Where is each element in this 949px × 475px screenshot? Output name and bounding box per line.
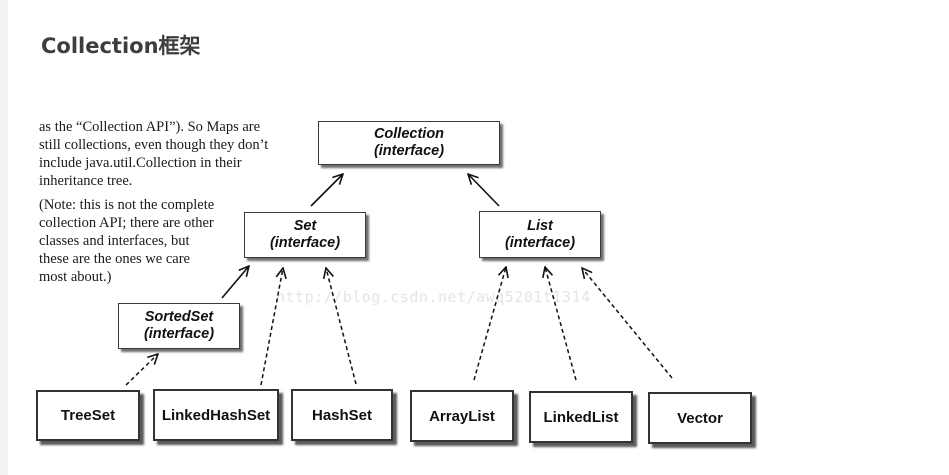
collection-interface-box: Collection (interface)	[318, 121, 500, 165]
list-label: List	[527, 217, 553, 234]
arraylist-label: ArrayList	[429, 407, 495, 425]
list-kind: (interface)	[504, 234, 576, 251]
collection-label: Collection	[373, 126, 445, 142]
left-margin-bar	[0, 0, 8, 475]
note-line: (Note: this is not the complete	[39, 197, 215, 213]
set-label: Set	[293, 218, 317, 234]
note-line: classes and interfaces, but	[39, 233, 190, 249]
arrow-linkedlist-to-list	[545, 267, 577, 381]
sortedset-label: SortedSet	[144, 309, 214, 325]
arrow-vector-to-list	[582, 268, 673, 379]
set-interface-box: Set (interface)	[244, 212, 366, 258]
note-line: inheritance tree.	[39, 173, 133, 189]
hashset-label: HashSet	[311, 406, 373, 424]
collection-kind: (interface)	[373, 143, 445, 159]
note-line: most about.)	[39, 269, 112, 285]
arraylist-class-box: ArrayList	[410, 390, 514, 442]
note-line: these are the ones we care	[39, 251, 190, 267]
vector-class-box: Vector	[648, 392, 752, 444]
page-title: Collection框架	[41, 34, 201, 58]
arrow-linkedhashset-to-set	[260, 268, 283, 386]
note-line: include java.util.Collection in their	[39, 155, 242, 171]
note-line: collection API; there are other	[39, 215, 214, 231]
note-paragraph-1: as the “Collection API”). So Maps are st…	[39, 118, 279, 190]
set-kind: (interface)	[269, 235, 341, 251]
linkedhashset-label: LinkedHashSet	[161, 406, 271, 424]
linkedlist-label: LinkedList	[543, 408, 619, 426]
linkedlist-class-box: LinkedList	[529, 391, 633, 443]
sortedset-interface-box: SortedSet (interface)	[118, 303, 240, 349]
watermark: http://blog.csdn.net/awq5201t1314	[276, 288, 591, 306]
treeset-label: TreeSet	[60, 407, 116, 424]
note-line: as the “Collection API”). So Maps are	[39, 119, 261, 135]
arrow-list-to-collection	[468, 174, 500, 207]
note-line: still collections, even though they don’…	[39, 137, 269, 153]
arrow-treeset-to-sortedset	[125, 354, 158, 386]
note-paragraph-2: (Note: this is not the complete collecti…	[39, 196, 279, 286]
list-interface-box: List (interface)	[479, 211, 601, 258]
arrow-arraylist-to-list	[473, 267, 506, 381]
arrow-sortedset-to-set	[221, 266, 249, 299]
arrow-hashset-to-set	[326, 268, 357, 385]
sortedset-kind: (interface)	[143, 326, 215, 342]
vector-label: Vector	[677, 409, 723, 427]
hashset-class-box: HashSet	[291, 389, 393, 441]
treeset-class-box: TreeSet	[36, 390, 140, 441]
arrow-set-to-collection	[310, 174, 343, 207]
linkedhashset-class-box: LinkedHashSet	[153, 389, 279, 441]
